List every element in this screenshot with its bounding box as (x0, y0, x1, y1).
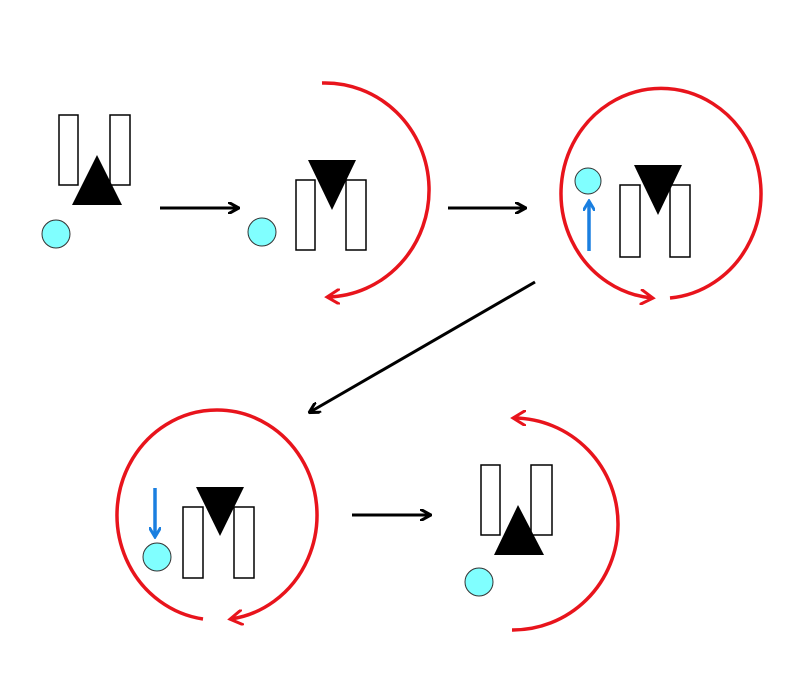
left-bar (480, 464, 501, 536)
left-bar (619, 184, 641, 258)
ball (574, 167, 602, 195)
left-bar (58, 114, 79, 186)
down-triangle (634, 165, 682, 215)
down-triangle (308, 160, 356, 210)
down-triangle (196, 487, 244, 536)
rotation-arc (512, 418, 620, 632)
up-triangle (72, 155, 122, 205)
right-bar (109, 114, 131, 186)
step-arrow-3 (310, 280, 536, 412)
stage-2 (247, 81, 431, 297)
left-bar (295, 179, 316, 251)
ball (41, 219, 71, 249)
rotation-circle (115, 408, 319, 619)
right-bar (669, 184, 691, 258)
stage-4 (115, 408, 319, 619)
ball (142, 542, 172, 572)
stage-3 (559, 86, 763, 298)
rotation-circle (559, 86, 763, 298)
right-bar (345, 179, 367, 251)
ball (247, 217, 277, 247)
ball (464, 567, 494, 597)
right-bar (530, 464, 553, 536)
up-triangle (494, 505, 544, 555)
stage-5 (464, 418, 620, 632)
left-bar (182, 506, 204, 579)
right-bar (233, 506, 255, 579)
rotation-arc (321, 81, 431, 297)
stage-1 (41, 114, 131, 249)
